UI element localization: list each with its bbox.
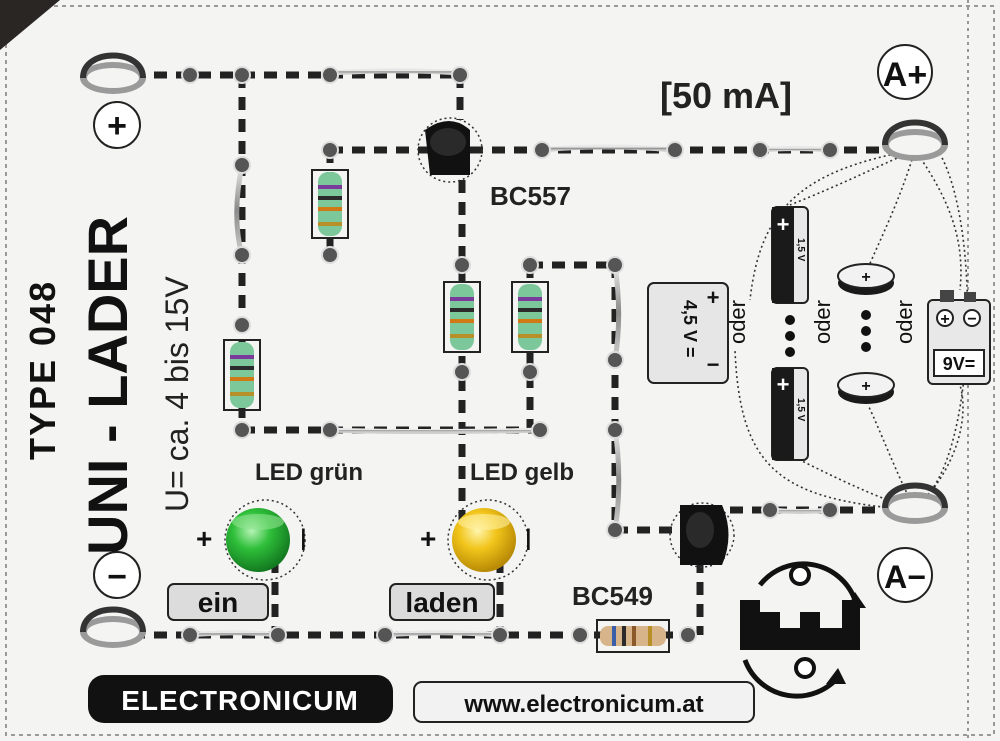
resistor-r5 [596,619,670,653]
button-ein-label: ein [198,587,238,618]
eyelets [181,66,839,644]
battery-cell-bottom: + 1,5 V [771,367,809,461]
minus-sign: − [107,558,127,596]
ellipsis-dots-cells [785,315,795,357]
cell-bottom-voltage: 1,5 V [795,398,806,422]
battery-9v: + − 9V= [927,290,991,385]
brand-badge: ELECTRONICUM [88,675,393,723]
led-green-label: LED grün [255,459,363,486]
ellipsis-dots-coins [861,310,871,352]
transistor-bc557 [417,117,483,183]
battery-pack-voltage: 4,5 V = [680,300,700,358]
coin-bottom-plus: + [861,378,870,395]
led-green [224,499,306,581]
led-green-minus: l [300,524,307,557]
battery-pack-plus: + [707,285,720,310]
cell-top-plus: + [777,212,790,237]
output-plus-label: A+ [883,56,927,94]
button-ein[interactable]: ein [167,583,269,621]
led-yellow-label: LED gelb [470,459,574,486]
button-laden[interactable]: laden [389,583,495,621]
voltage-label: U= ca. 4 bis 15V [159,276,195,512]
cell-top-voltage: 1,5 V [795,238,806,262]
resistor-r1 [311,169,349,239]
website-link[interactable]: www.electronicum.at [413,681,755,723]
output-minus-label: A− [884,559,926,595]
transistor-bc549-label: BC549 [572,581,653,611]
coin-cell-top: + [837,263,895,295]
resistor-r3 [443,281,481,353]
transistor-bc557-label: BC557 [490,181,571,211]
oder-label-2: oder [810,300,835,344]
plus-terminal-symbol: + [93,101,141,149]
battery-9v-plus: + [940,311,949,328]
recharge-logo [740,561,866,699]
transistor-bc549 [669,502,735,568]
board-title: UNI - LADER [76,216,139,555]
brand-name: ELECTRONICUM [121,685,359,716]
oder-label-1: oder [725,300,750,344]
oder-label-3: oder [892,300,917,344]
cell-bottom-plus: + [777,372,790,397]
type-label: TYPE 048 [22,280,63,460]
minus-terminal-symbol: − [93,551,141,599]
battery-9v-minus: − [967,311,976,328]
board-corner [0,0,60,50]
coin-top-plus: + [861,269,870,286]
led-yellow [447,499,529,581]
resistor-r4 [511,281,549,353]
output-minus-badge: A− [877,547,933,603]
battery-pack-minus: − [707,352,720,377]
battery-cell-top: + 1,5 V [771,206,809,304]
led-green-plus: + [196,523,212,554]
plus-sign: + [107,107,127,145]
led-yellow-minus: l [525,524,532,557]
led-yellow-plus: + [420,523,436,554]
current-label: [50 mA] [660,75,792,116]
battery-9v-label: 9V= [943,354,976,374]
battery-pack-4v5: + − 4,5 V = [647,282,729,384]
website-text: www.electronicum.at [463,691,703,718]
output-plus-badge: A+ [877,44,933,100]
resistor-r2 [223,339,261,411]
spring-terminals [80,52,948,648]
button-laden-label: laden [405,587,478,618]
coin-cell-bottom: + [837,372,895,404]
